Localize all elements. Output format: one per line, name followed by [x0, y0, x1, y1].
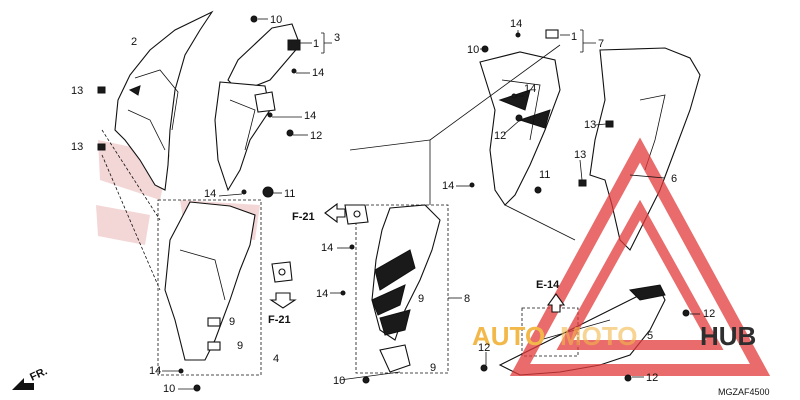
guide-line	[101, 154, 161, 291]
assembly-boundary-left	[157, 199, 262, 376]
ref-label-f21-left: F-21	[292, 211, 315, 223]
watermark-moto: MOTO	[560, 321, 638, 351]
ref-label-e14: E-14	[536, 279, 560, 291]
inner-panel-assembly	[214, 23, 301, 192]
leader-line	[429, 44, 561, 141]
callout-12: 12	[310, 130, 322, 142]
guide-line	[101, 129, 161, 221]
callout-14: 14	[524, 83, 536, 95]
watermark-logo: AUTO MOTO HUB	[472, 137, 771, 376]
callout-9: 9	[229, 316, 235, 328]
callout-14: 14	[442, 180, 454, 192]
callout-14: 14	[321, 242, 333, 254]
assembly-boundary-center	[355, 204, 449, 374]
ref-arrow-f21-left	[324, 202, 346, 224]
callout-14: 14	[204, 188, 216, 200]
watermark-auto: AUTO	[472, 321, 545, 351]
callout-12: 12	[478, 342, 490, 354]
watermark-hub: HUB	[700, 321, 756, 351]
callout-1: 1	[571, 31, 577, 43]
wire-clip	[344, 204, 369, 225]
callout-10: 10	[467, 44, 479, 56]
front-direction-arrow	[12, 378, 34, 390]
callout-13: 13	[71, 141, 83, 153]
callout-13: 13	[71, 85, 83, 97]
callout-2: 2	[131, 36, 137, 48]
callout-5: 5	[647, 330, 653, 342]
callout-7: 7	[598, 38, 604, 50]
callout-9: 9	[430, 362, 436, 374]
callout-8: 8	[464, 293, 470, 305]
callout-9: 9	[418, 293, 424, 305]
callout-brackets	[162, 18, 700, 390]
callout-4: 4	[273, 353, 279, 365]
callout-14: 14	[304, 110, 316, 122]
ref-arrow-e14	[546, 293, 566, 313]
callout-6: 6	[671, 173, 677, 185]
callout-12: 12	[494, 130, 506, 142]
fastener-markers	[97, 15, 690, 392]
ref-label-f21-bottom: F-21	[268, 314, 291, 326]
wire-clip	[271, 261, 293, 283]
callout-9: 9	[237, 340, 243, 352]
callout-14: 14	[510, 18, 522, 30]
callout-10: 10	[163, 383, 175, 395]
callout-10: 10	[333, 375, 345, 387]
right-inner-panel-assembly	[479, 29, 561, 206]
callout-13: 13	[574, 149, 586, 161]
callout-14: 14	[312, 67, 324, 79]
lower-side-panel-part-4	[164, 201, 256, 361]
callout-11: 11	[539, 169, 550, 181]
diagram-code: MGZAF4500	[718, 387, 770, 397]
callout-12: 12	[646, 372, 658, 384]
callout-11: 11	[284, 188, 295, 200]
callout-13: 13	[584, 119, 596, 131]
callout-14: 14	[316, 288, 328, 300]
upper-cowl-part-2	[114, 10, 214, 191]
direction-label: FR.	[28, 365, 49, 383]
callout-12: 12	[703, 308, 715, 320]
leader-line	[504, 204, 576, 241]
center-inner-panel-part-8	[371, 204, 441, 373]
callout-3: 3	[334, 32, 340, 44]
callout-14: 14	[149, 365, 161, 377]
ref-arrow-f21-bottom	[269, 292, 297, 309]
callout-10: 10	[270, 14, 282, 26]
callout-1: 1	[313, 38, 319, 50]
